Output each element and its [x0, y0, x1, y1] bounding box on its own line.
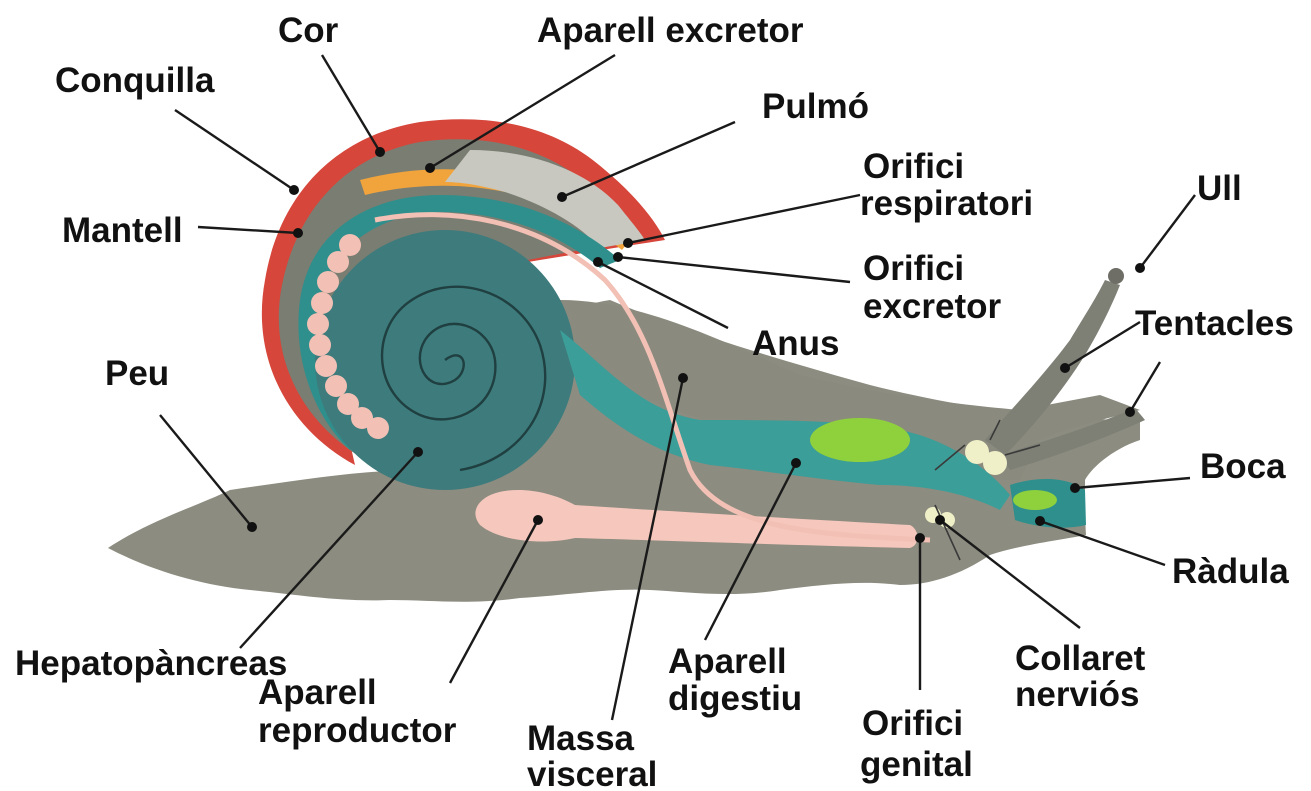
label-conquilla: Conquilla [55, 61, 215, 100]
label-orifici-genital-line1: Orifici [862, 704, 963, 743]
radula-organ [1013, 490, 1057, 510]
label-peu: Peu [105, 354, 169, 393]
label-orifici-excretor-line1: Orifici [863, 249, 964, 288]
label-orifici-excretor-line2: excretor [863, 287, 1002, 326]
label-tentacles: Tentacles [1135, 304, 1294, 343]
label-radula: Ràdula [1172, 552, 1289, 591]
label-boca: Boca [1200, 447, 1286, 486]
label-cor: Cor [278, 11, 339, 50]
label-massa-visceral-line2: visceral [527, 755, 657, 791]
label-massa-visceral-line1: Massa [527, 719, 635, 758]
label-mantell: Mantell [62, 211, 183, 250]
green-organ [810, 418, 910, 462]
label-aparell-excretor: Aparell excretor [537, 11, 804, 50]
label-orifici-respiratori-line1: Orifici [863, 147, 964, 186]
label-aparell-reproductor-line1: Aparell [258, 673, 377, 712]
label-anus: Anus [752, 324, 840, 363]
label-collaret-nervios-line2: nerviós [1015, 675, 1140, 714]
eye-tip [1108, 268, 1124, 284]
label-pulmo: Pulmó [762, 87, 869, 126]
label-ull: Ull [1197, 169, 1242, 208]
label-aparell-digestiu-line1: Aparell [668, 642, 787, 681]
ganglion-2 [983, 451, 1007, 475]
label-aparell-digestiu-line2: digestiu [668, 679, 802, 718]
label-aparell-reproductor-line2: reproductor [258, 711, 457, 750]
label-hepatopancreas: Hepatopàncreas [15, 644, 287, 683]
label-orifici-respiratori-line2: respiratori [860, 184, 1033, 223]
label-collaret-nervios-line1: Collaret [1015, 639, 1146, 678]
label-orifici-genital-line2: genital [860, 745, 973, 784]
